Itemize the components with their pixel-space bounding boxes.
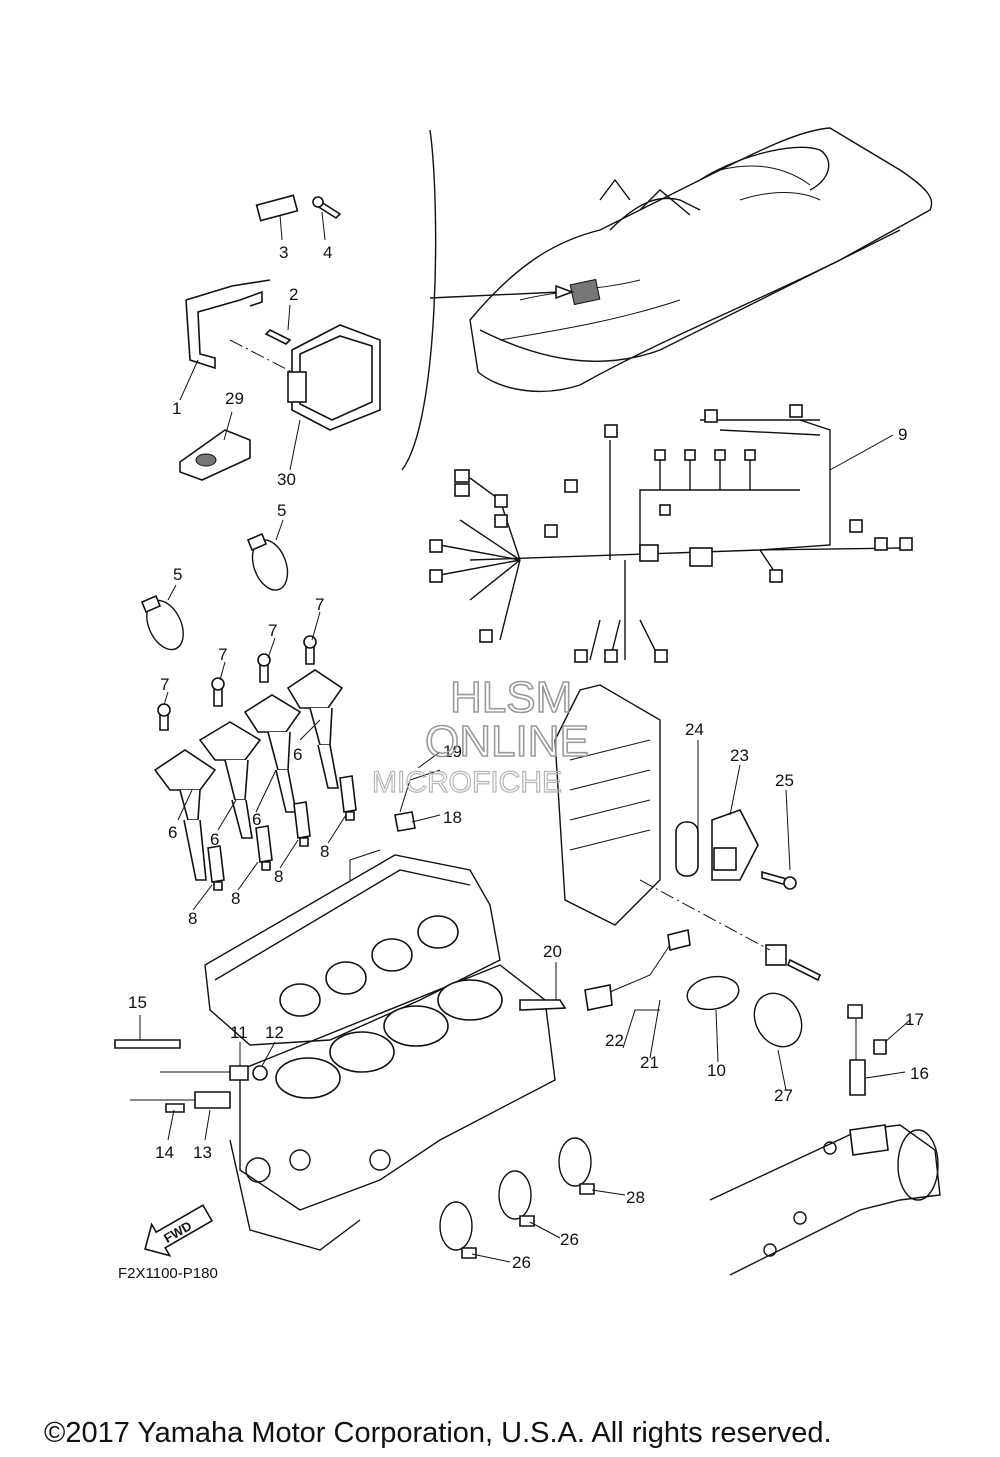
callout-8d: 8: [320, 842, 329, 861]
callout-13: 13: [193, 1143, 212, 1162]
callout-22: 22: [605, 1031, 624, 1050]
callout-7d: 7: [160, 675, 169, 694]
callout-16: 16: [910, 1064, 929, 1083]
ecu-assembly: [179, 194, 381, 481]
watermark-line-1: HLSM: [450, 673, 572, 722]
sensors: [114, 769, 887, 1113]
watermark: HLSM ONLINE MICROFICHE: [371, 672, 589, 799]
callout-7a: 7: [315, 595, 324, 614]
callout-9: 9: [898, 425, 907, 444]
figure-code: F2X1100-P180: [118, 1265, 218, 1282]
callout-28: 28: [626, 1188, 645, 1207]
callout-2: 2: [289, 285, 298, 304]
callout-29: 29: [225, 389, 244, 408]
cover-assembly: [554, 684, 822, 982]
callout-7c: 7: [218, 645, 227, 664]
callout-numbers: 1 2 3 4 5 5 6 6 6 6 7 7 7 7 8 8 8 8 9 10…: [128, 243, 929, 1272]
callout-26b: 26: [512, 1253, 531, 1272]
callout-11: 11: [230, 1023, 248, 1042]
callout-14: 14: [155, 1143, 174, 1162]
ignition-coils: [153, 635, 344, 881]
spark-plugs: [207, 775, 357, 891]
callout-21: 21: [640, 1053, 659, 1072]
copyright-notice: ©2017 Yamaha Motor Corporation, U.S.A. A…: [44, 1417, 832, 1449]
callout-10: 10: [707, 1061, 726, 1080]
callout-23: 23: [730, 746, 749, 765]
exhaust-pipe: [709, 1124, 941, 1276]
callout-12: 12: [265, 1023, 284, 1042]
callout-20: 20: [543, 942, 562, 961]
callout-6c: 6: [252, 810, 261, 829]
callout-26a: 26: [560, 1230, 579, 1249]
callout-19: 19: [443, 742, 462, 761]
callout-5a: 5: [277, 501, 286, 520]
callout-8b: 8: [231, 889, 240, 908]
fwd-arrow-icon: FWD: [144, 1204, 214, 1257]
callout-17: 17: [905, 1010, 924, 1029]
watermark-line-3: MICROFICHE: [372, 766, 562, 799]
callout-27: 27: [774, 1086, 793, 1105]
location-arrow: [429, 291, 561, 299]
cable-bands: [140, 532, 803, 1259]
watercraft-illustration: [469, 127, 933, 393]
callout-24: 24: [685, 720, 704, 739]
callout-6b: 6: [210, 830, 219, 849]
leader-lines: [139, 211, 911, 1263]
engine-block: [204, 849, 556, 1251]
callout-18: 18: [443, 808, 462, 827]
callout-25: 25: [775, 771, 794, 790]
callout-6a: 6: [168, 823, 177, 842]
callout-6d: 6: [293, 745, 302, 764]
callout-1: 1: [172, 399, 181, 418]
location-bracket: [401, 129, 437, 471]
watermark-line-2: ONLINE: [425, 717, 589, 766]
callout-30: 30: [277, 470, 296, 489]
callout-15: 15: [128, 993, 147, 1012]
callout-7b: 7: [268, 621, 277, 640]
callout-3: 3: [279, 243, 288, 262]
callout-8c: 8: [274, 867, 283, 886]
callout-5b: 5: [173, 565, 182, 584]
wire-harness: [429, 404, 913, 663]
callout-8a: 8: [188, 909, 197, 928]
callout-4: 4: [323, 243, 332, 262]
